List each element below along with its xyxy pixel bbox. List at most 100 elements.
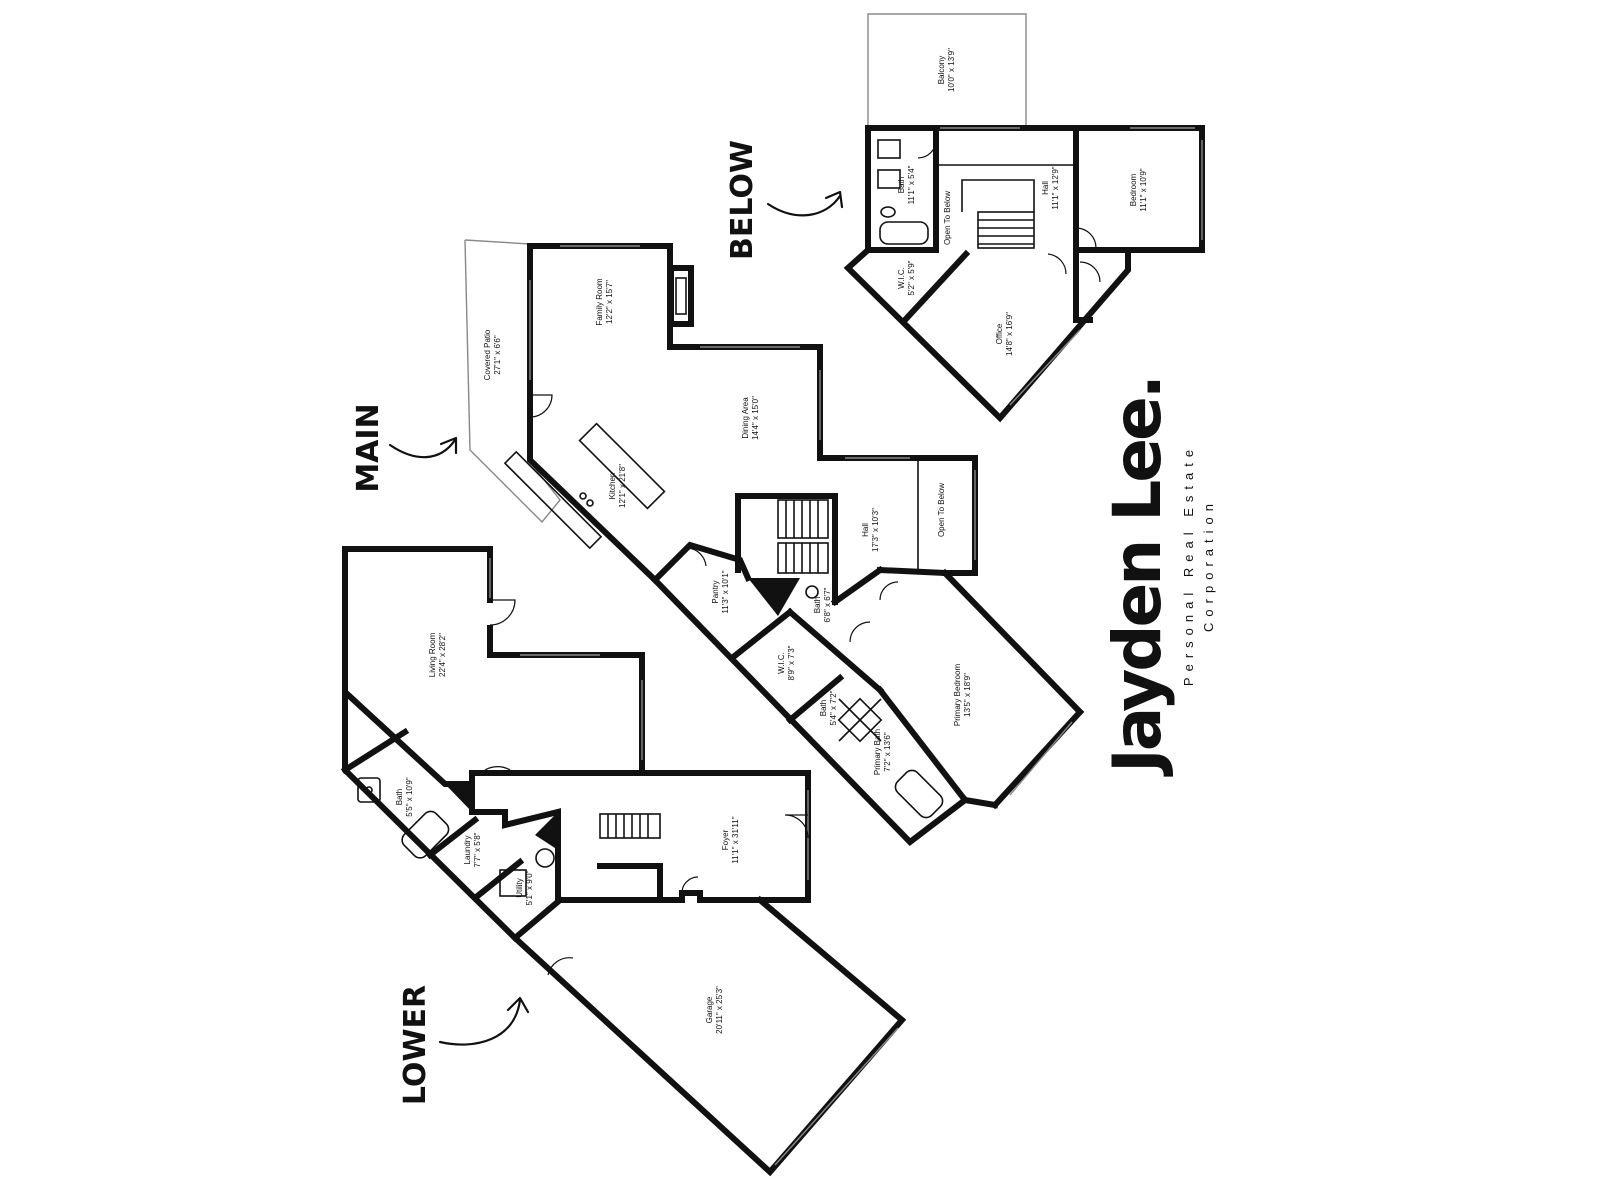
foyer-label: Foyer xyxy=(721,829,730,850)
sink-icon xyxy=(357,777,381,803)
main-floor xyxy=(464,239,1085,846)
wall xyxy=(785,673,845,725)
stair-core xyxy=(445,784,472,812)
wall xyxy=(425,815,480,860)
wall xyxy=(876,566,949,577)
hall-main-dim: 17'3" x 10'3" xyxy=(871,508,880,552)
bath-main-dim: 6'8" x 6'7" xyxy=(823,587,832,622)
kitchen-island xyxy=(578,422,666,510)
wic-main-dim: 8'9" x 7'3" xyxy=(787,645,796,680)
window xyxy=(1009,329,1081,406)
tub-icon xyxy=(879,221,929,245)
door-swing xyxy=(784,814,809,839)
lower-floor xyxy=(340,546,907,1177)
water-heater-icon xyxy=(535,848,555,868)
wall xyxy=(961,796,999,809)
wall-bath-upper xyxy=(865,125,939,253)
door-swing xyxy=(489,599,516,626)
brand-line-1: Personal Real Estate xyxy=(1181,444,1196,686)
wall-foyer xyxy=(469,770,811,903)
bath-small-label: Bath xyxy=(819,700,828,716)
primary-bath-dim: 7'2" x 13'6" xyxy=(883,732,892,772)
wall-upper-angled xyxy=(843,245,1131,423)
door-swing xyxy=(1047,253,1067,275)
kitchen-label: Kitchen xyxy=(608,473,617,500)
bath-main-label: Bath xyxy=(813,597,822,613)
door-swing xyxy=(687,547,707,567)
arrow-head-icon xyxy=(506,996,530,1014)
wall xyxy=(900,249,971,325)
wall-upper-block xyxy=(865,125,1205,253)
pantry-label: Pantry xyxy=(711,580,720,603)
toilet-icon xyxy=(880,206,896,218)
shower-icon xyxy=(838,698,882,742)
family-room-dim: 12'2" x 15'7" xyxy=(605,280,614,324)
tub-icon xyxy=(401,810,450,859)
balcony-outline xyxy=(867,13,1027,128)
balcony-label: Balcony xyxy=(937,56,946,84)
living-room-dim: 22'4" x 28'2" xyxy=(438,633,447,677)
sink-icon xyxy=(805,585,819,599)
wall xyxy=(470,857,525,903)
wall xyxy=(990,707,1085,810)
pantry-dim: 11'3" x 10'1" xyxy=(721,570,730,613)
burner-icon xyxy=(579,492,587,500)
utility-dim: 5'1" x 9'0" xyxy=(525,870,534,905)
living-room-label: Living Room xyxy=(428,632,437,677)
hall-upper-dim: 11'1" x 12'9" xyxy=(1051,166,1060,209)
fireplace-icon xyxy=(668,265,694,327)
dining-area-label: Dining Area xyxy=(741,397,750,439)
bath-upper-label: Bath xyxy=(897,177,906,193)
wall xyxy=(940,568,1085,717)
wall xyxy=(340,727,410,775)
garage-dim: 20'11" x 25'3" xyxy=(715,986,724,1034)
brand-name: Jayden Lee. xyxy=(1099,377,1176,777)
wall-living-room xyxy=(342,546,645,787)
brand-logo: Jayden Lee. Personal Real Estate Corpora… xyxy=(1099,377,1216,777)
door-swing xyxy=(547,957,574,976)
upper-floor xyxy=(843,13,1205,423)
bedroom-label: Bedroom xyxy=(1129,173,1138,206)
garage-label: Garage xyxy=(705,996,714,1023)
arrow-icon xyxy=(766,194,842,217)
arrow-head-icon xyxy=(439,436,458,455)
primary-bath-label: Primary Bath xyxy=(873,729,882,775)
fireplace-inner xyxy=(675,277,687,315)
wall xyxy=(785,607,885,695)
stair-core xyxy=(748,578,800,616)
arrow-head-icon xyxy=(824,190,844,209)
wall-stairs xyxy=(735,493,838,605)
open-below-upper-label: Open To Below xyxy=(943,191,952,245)
drain-icon xyxy=(365,786,373,794)
lower-floor-label: LOWER xyxy=(398,985,433,1105)
laundry-label: Laundry xyxy=(463,836,472,865)
door-swing xyxy=(1079,261,1101,283)
bath-lower-label: Bath xyxy=(395,789,404,805)
wall-family-dining xyxy=(667,243,978,576)
wall xyxy=(830,565,885,607)
wall xyxy=(875,685,970,805)
door-swing xyxy=(484,766,511,771)
door-swing xyxy=(681,876,699,894)
office-label: Office xyxy=(995,323,1004,344)
covered-patio-dim: 27'1" x 6'6" xyxy=(493,335,502,375)
door-swing xyxy=(879,581,899,601)
sink-icon xyxy=(877,169,901,189)
wic-upper-dim: 5'2" x 5'9" xyxy=(907,260,916,295)
primary-bedroom-dim: 13'5" x 18'9" xyxy=(963,673,972,717)
door-swing xyxy=(1075,227,1097,249)
main-floor-label: MAIN xyxy=(351,403,386,492)
covered-patio-outline xyxy=(464,239,561,524)
wall xyxy=(727,607,795,663)
wall-garage xyxy=(510,895,907,1177)
wall-main-diagonal xyxy=(650,575,970,846)
window xyxy=(1009,721,1073,796)
open-below-main-label: Open To Below xyxy=(937,483,946,537)
wic-main-label: W.I.C. xyxy=(777,652,786,674)
below-floor-label: BELOW xyxy=(725,140,760,260)
arrow-icon xyxy=(388,438,457,459)
primary-bedroom-label: Primary Bedroom xyxy=(953,664,962,727)
office-dim: 14'8" x 16'9" xyxy=(1005,312,1014,356)
laundry-dim: 7'7" x 5'8" xyxy=(473,832,482,867)
